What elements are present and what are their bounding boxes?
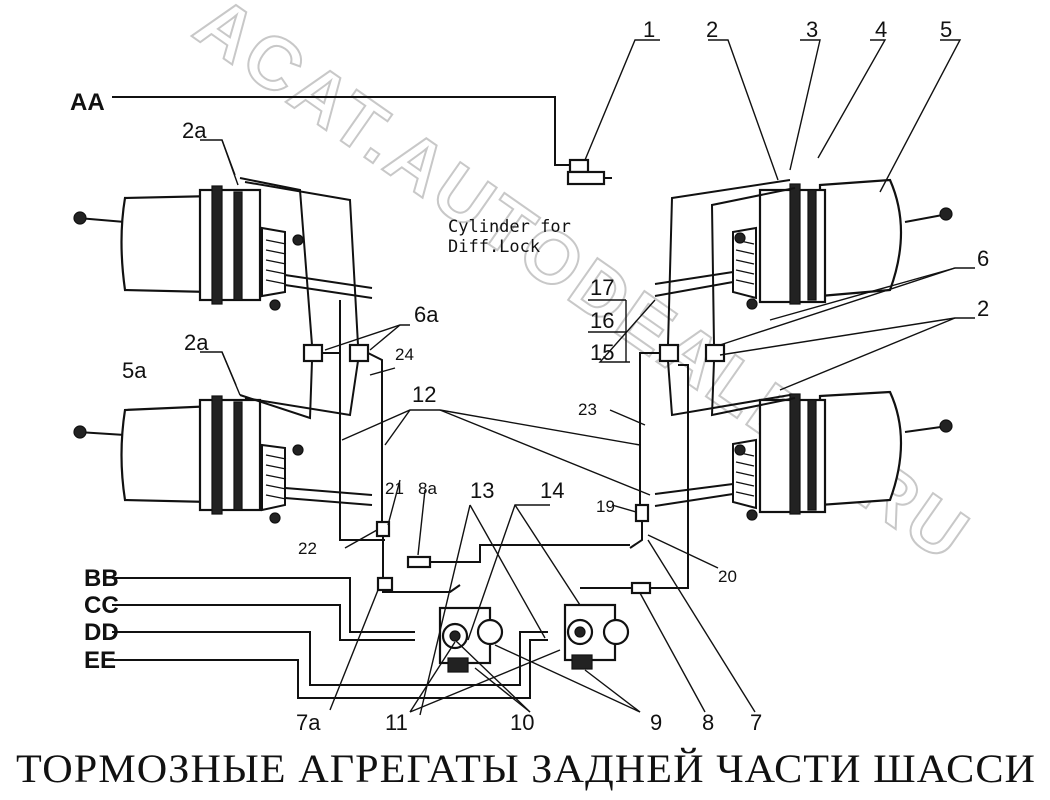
brake-chamber-bottom-right (654, 390, 953, 521)
callout-9: 9 (650, 710, 662, 735)
callout-24: 24 (395, 345, 414, 364)
connection-aa: AA (70, 89, 105, 116)
callout-17: 17 (590, 275, 614, 300)
callout-7: 7 (750, 710, 762, 735)
callout-15: 15 (590, 340, 614, 365)
diff-lock-note-line1: Cylinder for (448, 217, 571, 237)
connection-bb: BB (84, 565, 119, 592)
callout-19: 19 (596, 497, 615, 516)
callout-23: 23 (578, 400, 597, 419)
callout-2: 2 (706, 17, 718, 42)
callout-7a: 7a (296, 710, 321, 735)
callout-3: 3 (806, 17, 818, 42)
callout-6: 6 (977, 246, 989, 271)
callout-12: 12 (412, 382, 436, 407)
connection-ee: EE (84, 647, 116, 674)
callout-6a: 6a (414, 302, 439, 327)
callout-16: 16 (590, 308, 614, 333)
callout-1: 1 (643, 17, 655, 42)
callout-13: 13 (470, 478, 494, 503)
callout-22: 22 (298, 539, 317, 558)
pipes (112, 96, 796, 699)
callout-10: 10 (510, 710, 534, 735)
callout-11: 11 (385, 710, 408, 735)
callout-4: 4 (875, 17, 887, 42)
callout-2a-top: 2a (182, 118, 207, 143)
callout-14: 14 (540, 478, 564, 503)
diagram-title: ТОРМОЗНЫЕ АГРЕГАТЫ ЗАДНЕЙ ЧАСТИ ШАССИ (16, 746, 1036, 791)
callout-21: 21 (385, 479, 404, 498)
brake-chamber-bottom-left (73, 395, 373, 524)
callout-2a-mid: 2a (184, 330, 209, 355)
callout-5: 5 (940, 17, 952, 42)
diff-lock-note-line2: Diff.Lock (448, 237, 540, 257)
callout-8a: 8a (418, 479, 437, 498)
brake-chamber-top-right (654, 178, 953, 310)
callout-2-right: 2 (977, 296, 989, 321)
connection-dd: DD (84, 619, 119, 646)
leader-lines (200, 39, 975, 716)
callout-20: 20 (718, 567, 737, 586)
callout-5a: 5a (122, 358, 147, 383)
brake-chamber-top-left (73, 185, 373, 311)
callout-8: 8 (702, 710, 714, 735)
connection-cc: CC (84, 592, 119, 619)
